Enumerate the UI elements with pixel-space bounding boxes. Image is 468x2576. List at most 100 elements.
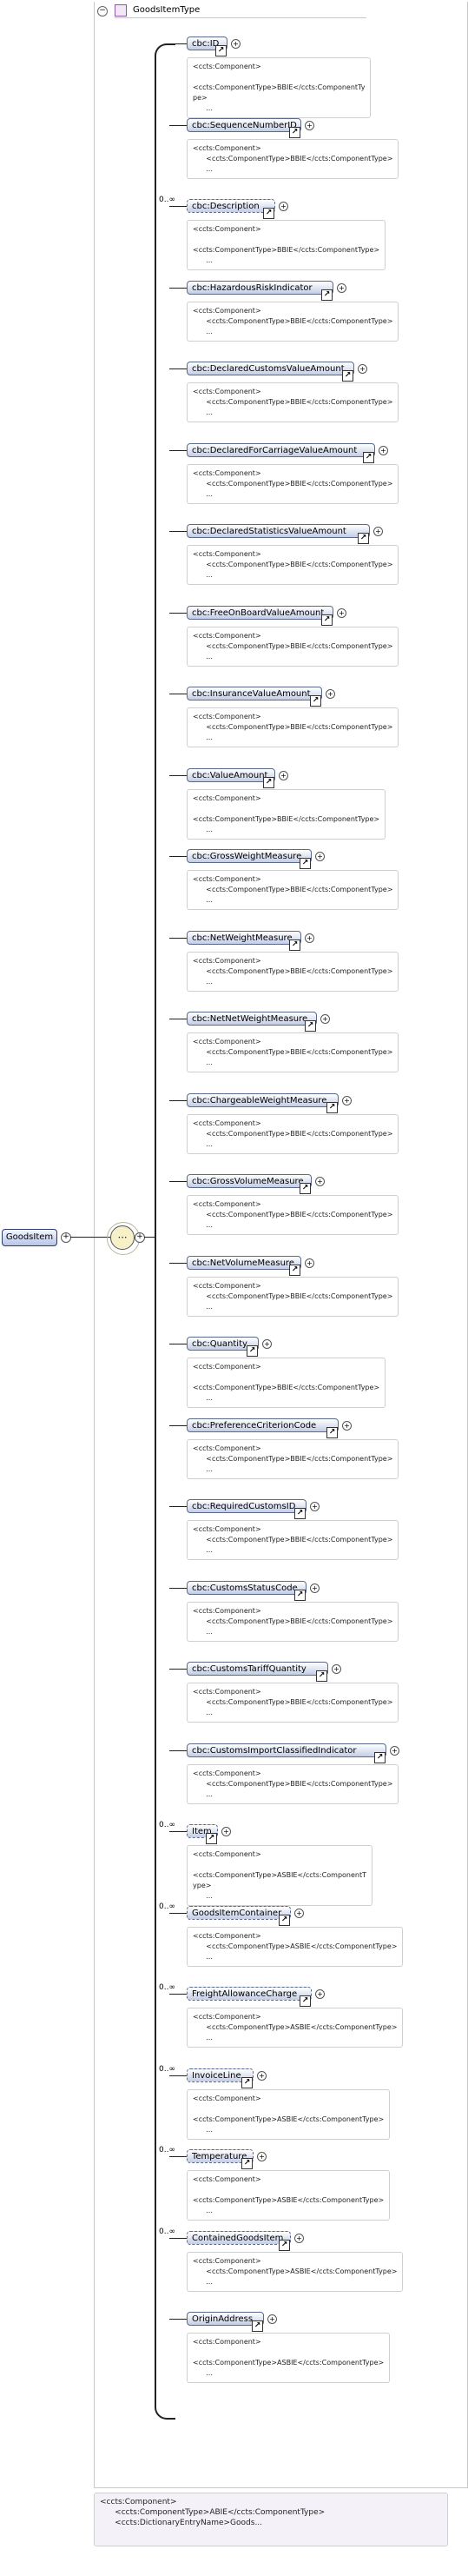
- element-box[interactable]: InvoiceLine: [187, 2068, 254, 2082]
- element-connector: [169, 613, 187, 614]
- expand-icon[interactable]: +: [310, 1583, 320, 1593]
- occurrence-label: 0..∞: [159, 1821, 175, 1829]
- expand-icon[interactable]: +: [267, 2314, 277, 2324]
- reference-link-icon[interactable]: ↗: [316, 1670, 327, 1682]
- element-box[interactable]: cbc:NetWeightMeasure: [187, 931, 301, 945]
- expand-icon[interactable]: +: [262, 1339, 272, 1349]
- element-connector: [169, 856, 187, 857]
- expand-icon[interactable]: +: [342, 1096, 352, 1105]
- element-box[interactable]: cbc:HazardousRiskIndicator: [187, 281, 333, 295]
- expand-icon[interactable]: +: [326, 689, 335, 699]
- expand-icon[interactable]: +: [390, 1746, 399, 1756]
- element-box[interactable]: GoodsItemContainer: [187, 1906, 291, 1920]
- expand-icon[interactable]: +: [294, 2234, 304, 2243]
- reference-link-icon[interactable]: ↗: [263, 208, 274, 219]
- expand-icon[interactable]: +: [332, 1664, 341, 1674]
- reference-link-icon[interactable]: ↗: [294, 1508, 306, 1519]
- reference-link-icon[interactable]: ↗: [310, 695, 321, 707]
- expand-icon[interactable]: +: [279, 771, 288, 780]
- element-connector: [169, 43, 187, 44]
- element-box[interactable]: cbc:NetNetWeightMeasure: [187, 1012, 317, 1026]
- expand-icon[interactable]: +: [310, 1502, 320, 1511]
- expand-icon[interactable]: +: [315, 852, 325, 861]
- collapse-toggle-icon[interactable]: −: [97, 6, 108, 17]
- element-box[interactable]: ContainedGoodsItem: [187, 2231, 291, 2245]
- expand-icon[interactable]: +: [337, 283, 346, 293]
- sequence-compositor-icon[interactable]: ⋯: [107, 1222, 140, 1255]
- expand-icon[interactable]: +: [221, 1827, 231, 1836]
- reference-link-icon[interactable]: ↗: [289, 127, 300, 138]
- expand-icon[interactable]: +: [373, 527, 383, 536]
- occurrence-label: 0..∞: [159, 196, 175, 204]
- element-box[interactable]: cbc:DeclaredStatisticsValueAmount: [187, 524, 370, 538]
- reference-link-icon[interactable]: ↗: [326, 1102, 338, 1113]
- reference-link-icon[interactable]: ↗: [305, 1020, 316, 1032]
- expand-icon[interactable]: +: [305, 933, 314, 943]
- element-annotation: <ccts:Component> <ccts:ComponentType>BBI…: [187, 1764, 399, 1804]
- element-box[interactable]: cbc:ChargeableWeightMeasure: [187, 1093, 339, 1107]
- element-box[interactable]: cbc:CustomsImportClassifiedIndicator: [187, 1743, 386, 1757]
- element-connector: [169, 1913, 187, 1914]
- expand-icon[interactable]: +: [342, 1421, 352, 1431]
- reference-link-icon[interactable]: ↗: [215, 45, 227, 56]
- reference-link-icon[interactable]: ↗: [241, 2077, 253, 2088]
- element-box[interactable]: cbc:SequenceNumberID: [187, 118, 301, 132]
- expand-icon[interactable]: +: [315, 1989, 325, 1999]
- element-box[interactable]: cbc:InsuranceValueAmount: [187, 687, 322, 700]
- reference-link-icon[interactable]: ↗: [363, 452, 374, 463]
- expand-icon[interactable]: +: [305, 121, 314, 130]
- reference-link-icon[interactable]: ↗: [321, 614, 333, 626]
- reference-link-icon[interactable]: ↗: [247, 1345, 258, 1357]
- reference-link-icon[interactable]: ↗: [206, 1833, 217, 1844]
- sequence-expand-icon[interactable]: +: [135, 1232, 145, 1243]
- reference-link-icon[interactable]: ↗: [289, 1265, 300, 1276]
- reference-link-icon[interactable]: ↗: [294, 1590, 306, 1601]
- element-annotation: <ccts:Component> <ccts:ComponentType>BBI…: [187, 57, 372, 118]
- element-box[interactable]: cbc:PreferenceCriterionCode: [187, 1418, 339, 1432]
- element-box[interactable]: cbc:NetVolumeMeasure: [187, 1256, 301, 1270]
- element-connector: [169, 1263, 187, 1264]
- occurrence-label: 0..∞: [159, 1902, 175, 1911]
- element-box[interactable]: cbc:FreeOnBoardValueAmount: [187, 606, 333, 620]
- reference-link-icon[interactable]: ↗: [279, 1915, 290, 1926]
- element-box[interactable]: cbc:GrossVolumeMeasure: [187, 1174, 312, 1188]
- element-box[interactable]: cbc:RequiredCustomsID: [187, 1499, 307, 1513]
- expand-icon[interactable]: +: [315, 1177, 325, 1186]
- element-box[interactable]: cbc:ValueAmount: [187, 768, 275, 782]
- reference-link-icon[interactable]: ↗: [279, 2240, 290, 2251]
- reference-link-icon[interactable]: ↗: [300, 1183, 311, 1194]
- reference-link-icon[interactable]: ↗: [300, 1995, 311, 2007]
- reference-link-icon[interactable]: ↗: [326, 1427, 338, 1438]
- expand-icon[interactable]: +: [257, 2071, 267, 2081]
- element-box[interactable]: cbc:GrossWeightMeasure: [187, 849, 312, 863]
- reference-link-icon[interactable]: ↗: [342, 370, 353, 382]
- expand-icon[interactable]: +: [379, 446, 388, 455]
- expand-icon[interactable]: +: [231, 39, 241, 49]
- reference-link-icon[interactable]: ↗: [241, 2158, 253, 2169]
- expand-icon[interactable]: +: [257, 2152, 267, 2161]
- reference-link-icon[interactable]: ↗: [321, 289, 333, 301]
- element-box[interactable]: cbc:Quantity: [187, 1337, 259, 1351]
- element-box[interactable]: Temperature: [187, 2149, 254, 2163]
- expand-icon[interactable]: +: [279, 202, 288, 211]
- expand-icon[interactable]: +: [294, 1909, 304, 1918]
- expand-icon[interactable]: +: [320, 1014, 330, 1024]
- element-box[interactable]: cbc:DeclaredForCarriageValueAmount: [187, 443, 375, 457]
- reference-link-icon[interactable]: ↗: [289, 939, 300, 951]
- element-box[interactable]: cbc:CustomsStatusCode: [187, 1581, 307, 1595]
- expand-icon[interactable]: +: [305, 1258, 314, 1268]
- reference-link-icon[interactable]: ↗: [252, 2320, 263, 2332]
- reference-link-icon[interactable]: ↗: [358, 533, 369, 544]
- element-box[interactable]: FreightAllowanceCharge: [187, 1987, 312, 2001]
- element-box[interactable]: cbc:DeclaredCustomsValueAmount: [187, 362, 354, 375]
- expand-icon[interactable]: +: [337, 608, 346, 618]
- reference-link-icon[interactable]: ↗: [374, 1752, 386, 1763]
- reference-link-icon[interactable]: ↗: [300, 858, 311, 869]
- root-element[interactable]: GoodsItem: [2, 1229, 57, 1246]
- reference-link-icon[interactable]: ↗: [263, 777, 274, 788]
- element-box[interactable]: cbc:Description: [187, 199, 275, 213]
- root-expand-icon[interactable]: +: [61, 1232, 71, 1243]
- element-box[interactable]: OriginAddress: [187, 2312, 264, 2326]
- expand-icon[interactable]: +: [358, 364, 367, 374]
- element-box[interactable]: cbc:CustomsTariffQuantity: [187, 1662, 328, 1676]
